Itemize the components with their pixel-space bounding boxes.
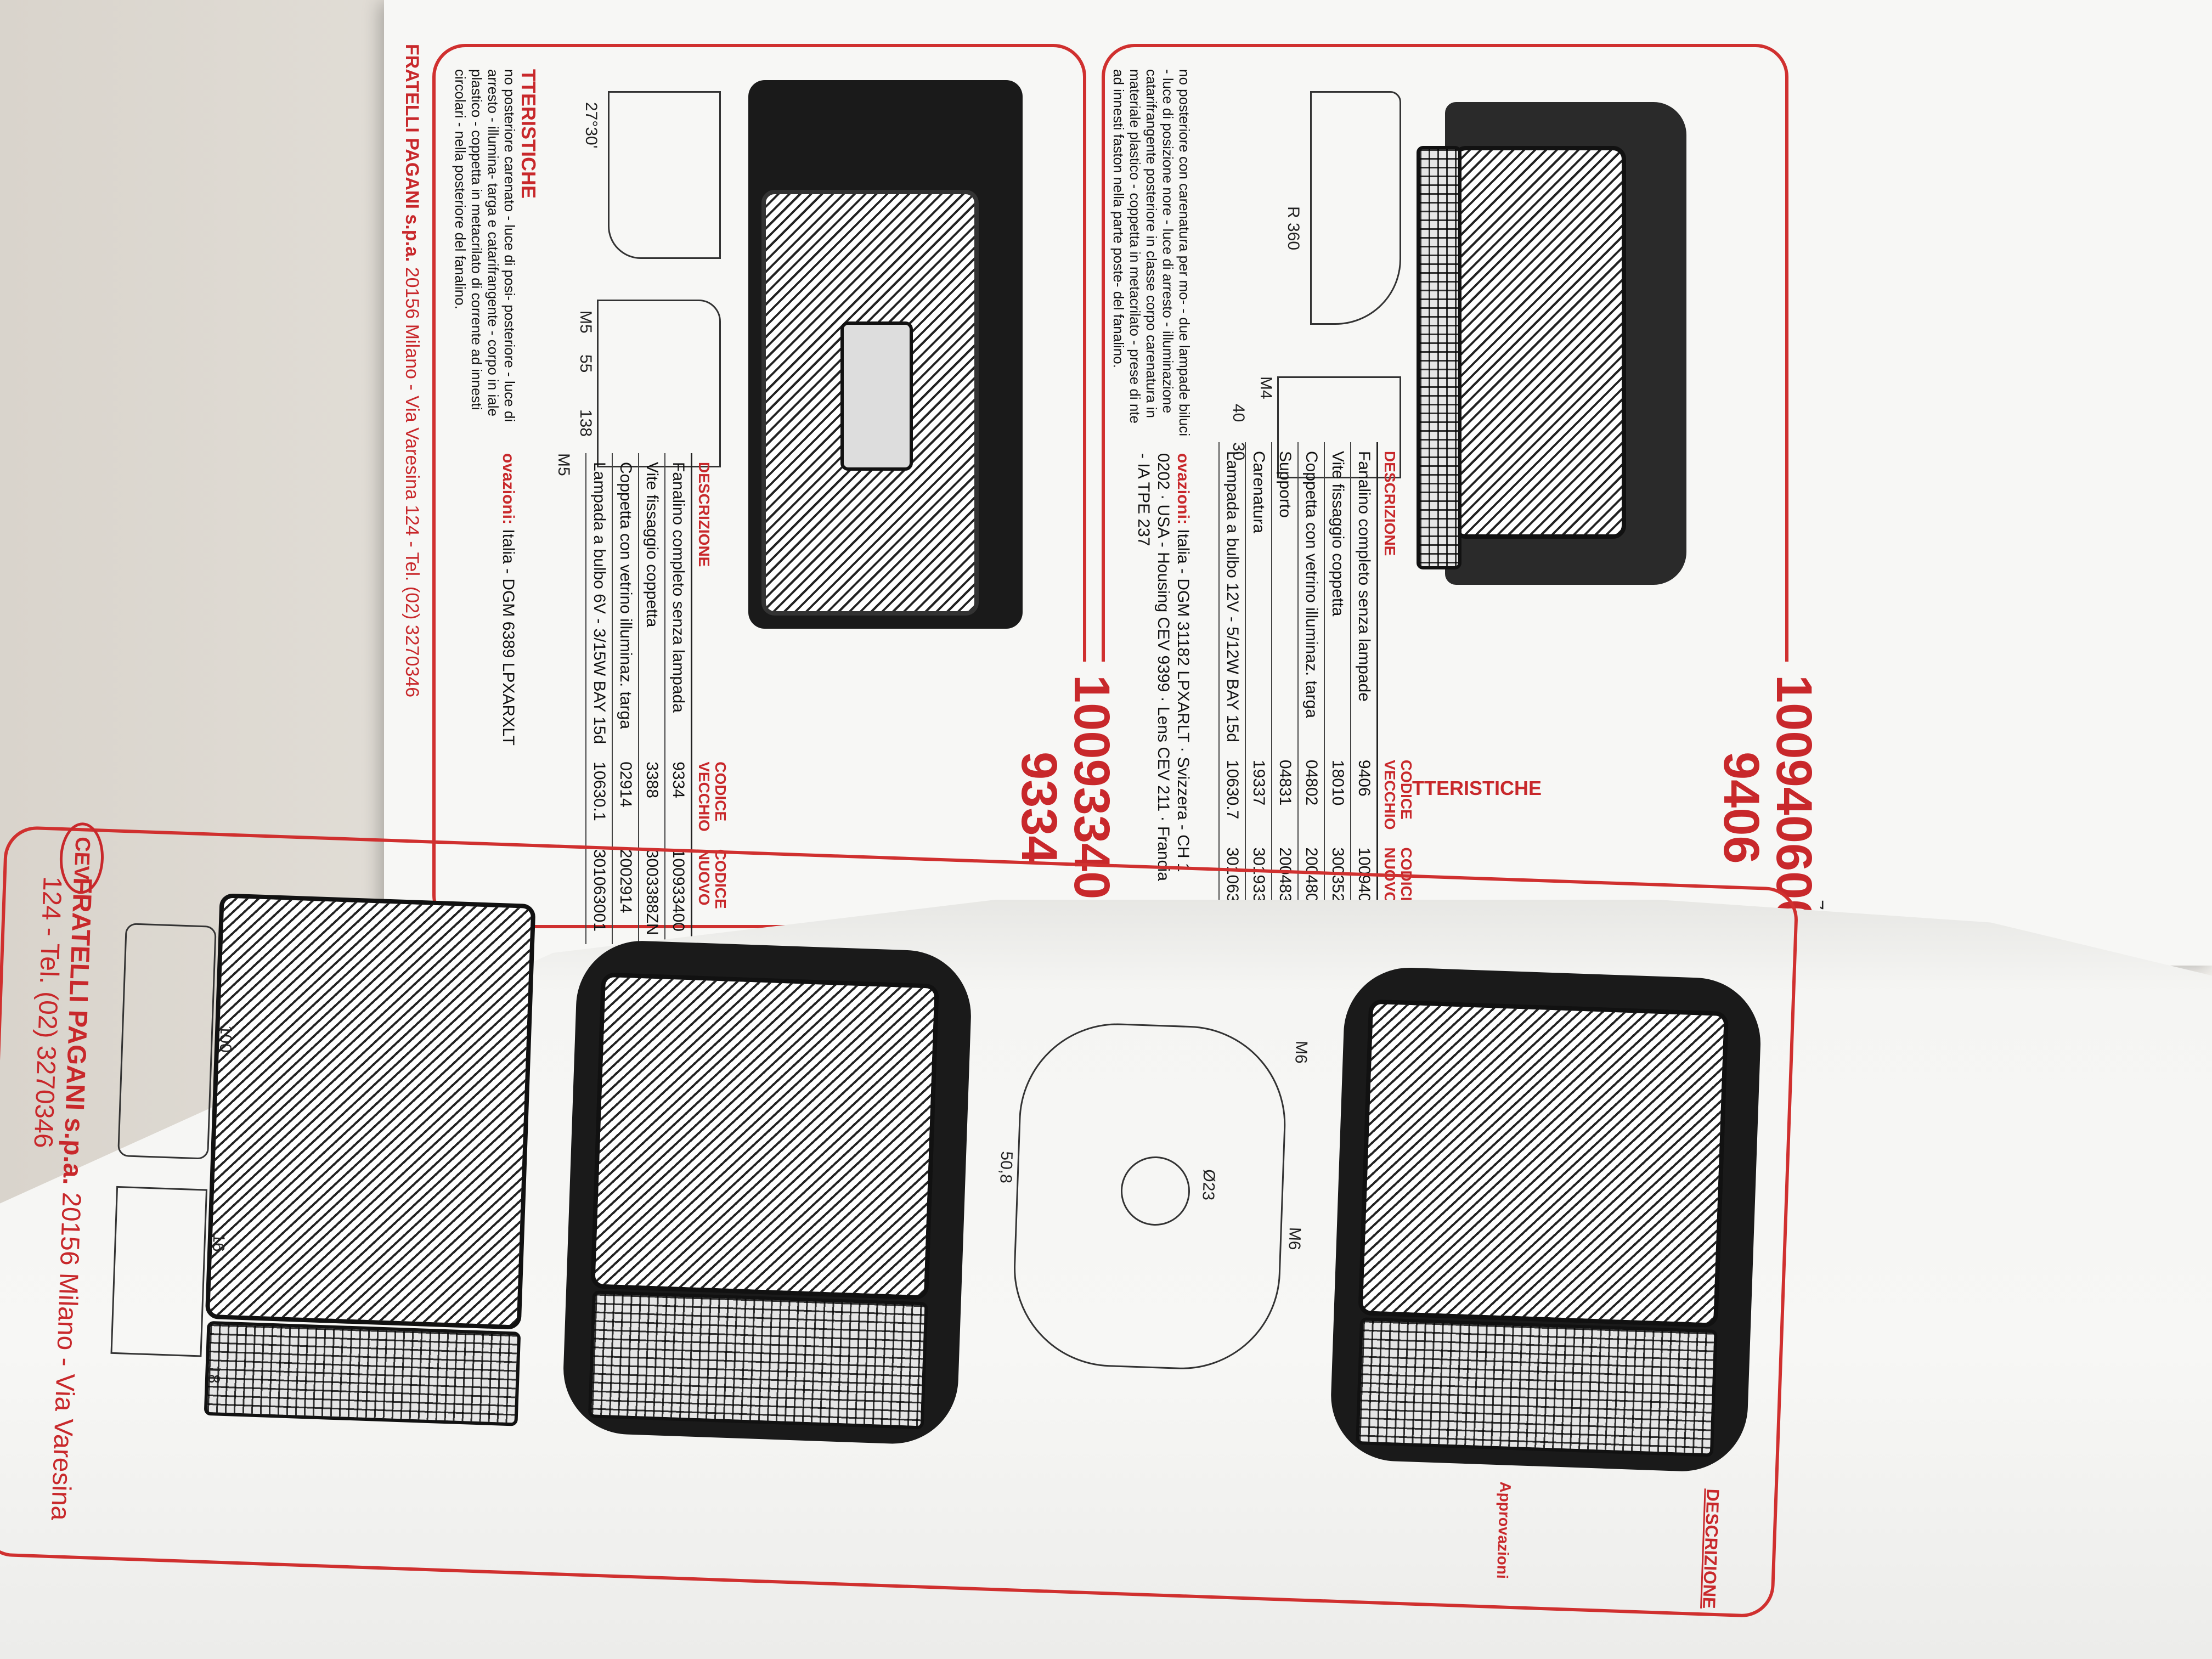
right-page [384, 0, 2212, 966]
product-section-2: 100933400 9334 27°30' M5 55 138 M5 [432, 44, 1120, 944]
cell: Supporto [1272, 442, 1298, 751]
col-descrizione: DESCRIZIONE [691, 453, 732, 753]
cell: Carenatura [1245, 442, 1272, 751]
cell: Vite fissaggio coppetta [639, 453, 665, 753]
lamp-reflector [588, 1290, 928, 1430]
drawing-outline-front [597, 300, 721, 467]
dim-angle: 27°30' [582, 102, 600, 149]
lamp-reflector [1356, 1317, 1718, 1457]
cell: 9406 [1351, 751, 1378, 839]
left-page-content: M6 M6 Ø23 50,8 100 16 18 DESCRIZIONE App… [0, 809, 1821, 1629]
lamp-illustration-2 [561, 939, 973, 1446]
dim-16: 16 [209, 1233, 228, 1252]
approvals: ovazioni: Italia - DGM 6389 LPXARXLT [498, 453, 518, 881]
cell: Fanalino completo senza lampade [1351, 442, 1378, 751]
dim-m4: M4 [1257, 376, 1275, 399]
dim-m5-a: M5 [577, 311, 595, 334]
page-footer: FRATELLI PAGANI s.p.a. 20156 Milano - Vi… [401, 44, 422, 697]
dim-23: Ø23 [1199, 1169, 1218, 1201]
technical-drawing: 27°30' M5 55 138 M5 [545, 69, 732, 486]
dim-100: 100 [216, 1025, 235, 1053]
cell: 04802 [1298, 751, 1324, 839]
cell: 02914 [612, 753, 639, 840]
cell: 18010 [1324, 751, 1351, 839]
product-section-1: 100940600 9406 R 360 M4 40 30 TTERISTICH… [1102, 44, 1822, 947]
lamp-reflector-strip [204, 1321, 521, 1426]
lamp-lens [1358, 999, 1729, 1328]
col-descrizione: DESCRIZIONE [1377, 442, 1418, 751]
cell: Coppetta con vetrino illuminaz. targa [612, 453, 639, 753]
product-description: no posteriore carenato - luce di posi- p… [452, 69, 518, 422]
lamp-illustration-3 [204, 893, 536, 1453]
drawing-outline-side [110, 1186, 208, 1357]
approval-4: Lens CEV 211 [1154, 706, 1172, 812]
approval-1: Italia - DGM 31182 LPXARLT [1174, 529, 1192, 742]
lamp-lens [205, 893, 536, 1330]
footer-address: 20156 Milano - Via Varesina 124 - Tel. (… [402, 267, 422, 698]
cell: 9334 [665, 753, 692, 840]
dim-m5-b: M5 [555, 453, 573, 476]
right-page-content: 73 100940600 9406 R 360 M4 40 30 [402, 22, 1827, 947]
cell: 10630.1 [586, 753, 612, 840]
dim-m6-a: M6 [1291, 1040, 1311, 1064]
approval-3: USA - Housing CEV 9399 [1154, 504, 1172, 692]
approvals-label: ovazioni: [499, 453, 517, 525]
cell: Lampada a bulbo 6V - 3/15W BAY 15d [586, 453, 612, 753]
dim-138: 138 [577, 409, 595, 437]
approvals-label: Approvazioni [1493, 1481, 1514, 1579]
lamp-illustration [1417, 80, 1692, 640]
lamp-reflector-strip [1417, 146, 1462, 569]
product-description: no posteriore con carenatura per mo- - d… [1110, 69, 1193, 437]
characteristics-title: TTERISTICHE [517, 69, 540, 199]
lamp-illustration-1 [1329, 965, 1763, 1474]
approvals-label: ovazioni: [1174, 453, 1192, 525]
dim-r360: R 360 [1284, 206, 1302, 251]
drawing-outline-side [608, 91, 721, 259]
dim-m6-b: M6 [1285, 1227, 1304, 1251]
lamp-lens [590, 972, 939, 1300]
description-title: DESCRIZIONE [1699, 1488, 1723, 1609]
technical-drawing: R 360 M4 40 30 [1204, 69, 1412, 486]
cell: 19337 [1245, 751, 1272, 839]
lamp-illustration [748, 80, 1023, 640]
drawing-outline-top [1310, 91, 1401, 325]
dim-18: 18 [204, 1364, 223, 1384]
cell: Vite fissaggio coppetta [1324, 442, 1351, 751]
characteristics-title: TTERISTICHE [1412, 777, 1542, 799]
cell: Coppetta con vetrino illuminaz. targa [1298, 442, 1324, 751]
technical-drawing-2: 100 16 18 [100, 923, 235, 1420]
approval-1: Italia - DGM 6389 LPXARXLT [499, 529, 517, 746]
cell: 04831 [1272, 751, 1298, 839]
cell: 3388 [639, 753, 665, 840]
approvals: ovazioni: Italia - DGM 31182 LPXARLT · S… [1135, 453, 1192, 881]
dim-40: 40 [1229, 404, 1248, 422]
technical-drawing-1: M6 M6 Ø23 50,8 [979, 986, 1323, 1436]
plate-light-window [840, 321, 913, 471]
dim-50-8: 50,8 [996, 1150, 1016, 1184]
drawing-outline-front [117, 923, 217, 1160]
lamp-lens [1453, 146, 1626, 539]
dim-55: 55 [577, 354, 595, 373]
col-codice-vecchio: CODICE VECCHIO [1377, 751, 1418, 839]
cell: Lampada a bulbo 12V - 5/12W BAY 15d [1219, 442, 1245, 751]
cell: 10630.7 [1219, 751, 1245, 839]
col-codice-vecchio: CODICE VECCHIO [691, 753, 732, 840]
footer-company: FRATELLI PAGANI s.p.a. [402, 44, 422, 262]
cell: Fanalino completo senza lampada [665, 453, 692, 753]
